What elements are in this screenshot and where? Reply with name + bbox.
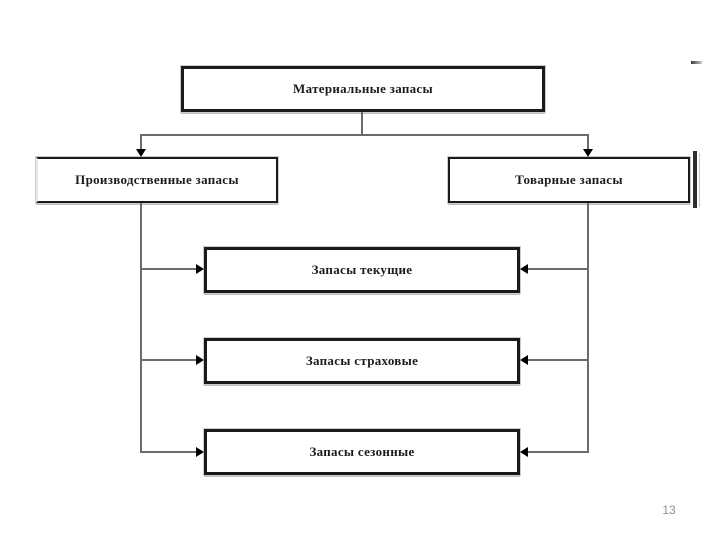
arrowhead-left-icon [520,447,528,457]
clipped-box-edge-highlight [699,153,700,207]
connector-branch-right-safety [527,359,589,361]
node-safety-stocks: Запасы страховые [203,337,521,385]
arrowhead-right-icon [196,264,204,274]
page-number: 13 [662,503,676,517]
node-current-stocks: Запасы текущие [203,246,521,294]
node-current-stocks-label: Запасы текущие [311,262,413,277]
clipped-box-edge [693,151,697,208]
connector-trunk-right [587,203,589,453]
arrowhead-right-icon [196,447,204,457]
dash-artifact [691,61,702,64]
connector-branch-right-current [527,268,589,270]
arrowhead-left-icon [520,355,528,365]
node-production-inventories-label: Производственные запасы [75,172,239,187]
node-material-inventories: Материальные запасы [180,65,546,113]
arrowhead-left-icon [520,264,528,274]
node-seasonal-stocks-label: Запасы сезонные [309,444,415,459]
connector-branch-left-seasonal [140,451,197,453]
arrowhead-right-icon [196,355,204,365]
node-commodity-inventories-label: Товарные запасы [515,172,623,187]
connector-horizontal-span [140,134,589,136]
node-safety-stocks-label: Запасы страховые [305,353,419,368]
node-material-inventories-label: Материальные запасы [293,81,433,96]
node-commodity-inventories: Товарные запасы [447,156,691,204]
connector-trunk-left [140,203,142,453]
connector-drop-left [140,134,142,150]
node-production-inventories: Производственные запасы [35,156,279,204]
connector-drop-right [587,134,589,150]
connector-branch-left-safety [140,359,197,361]
connector-branch-left-current [140,268,197,270]
connector-root-vertical [361,112,363,136]
connector-branch-right-seasonal [527,451,589,453]
node-seasonal-stocks: Запасы сезонные [203,428,521,476]
arrowhead-down-icon [583,149,593,157]
arrowhead-down-icon [136,149,146,157]
